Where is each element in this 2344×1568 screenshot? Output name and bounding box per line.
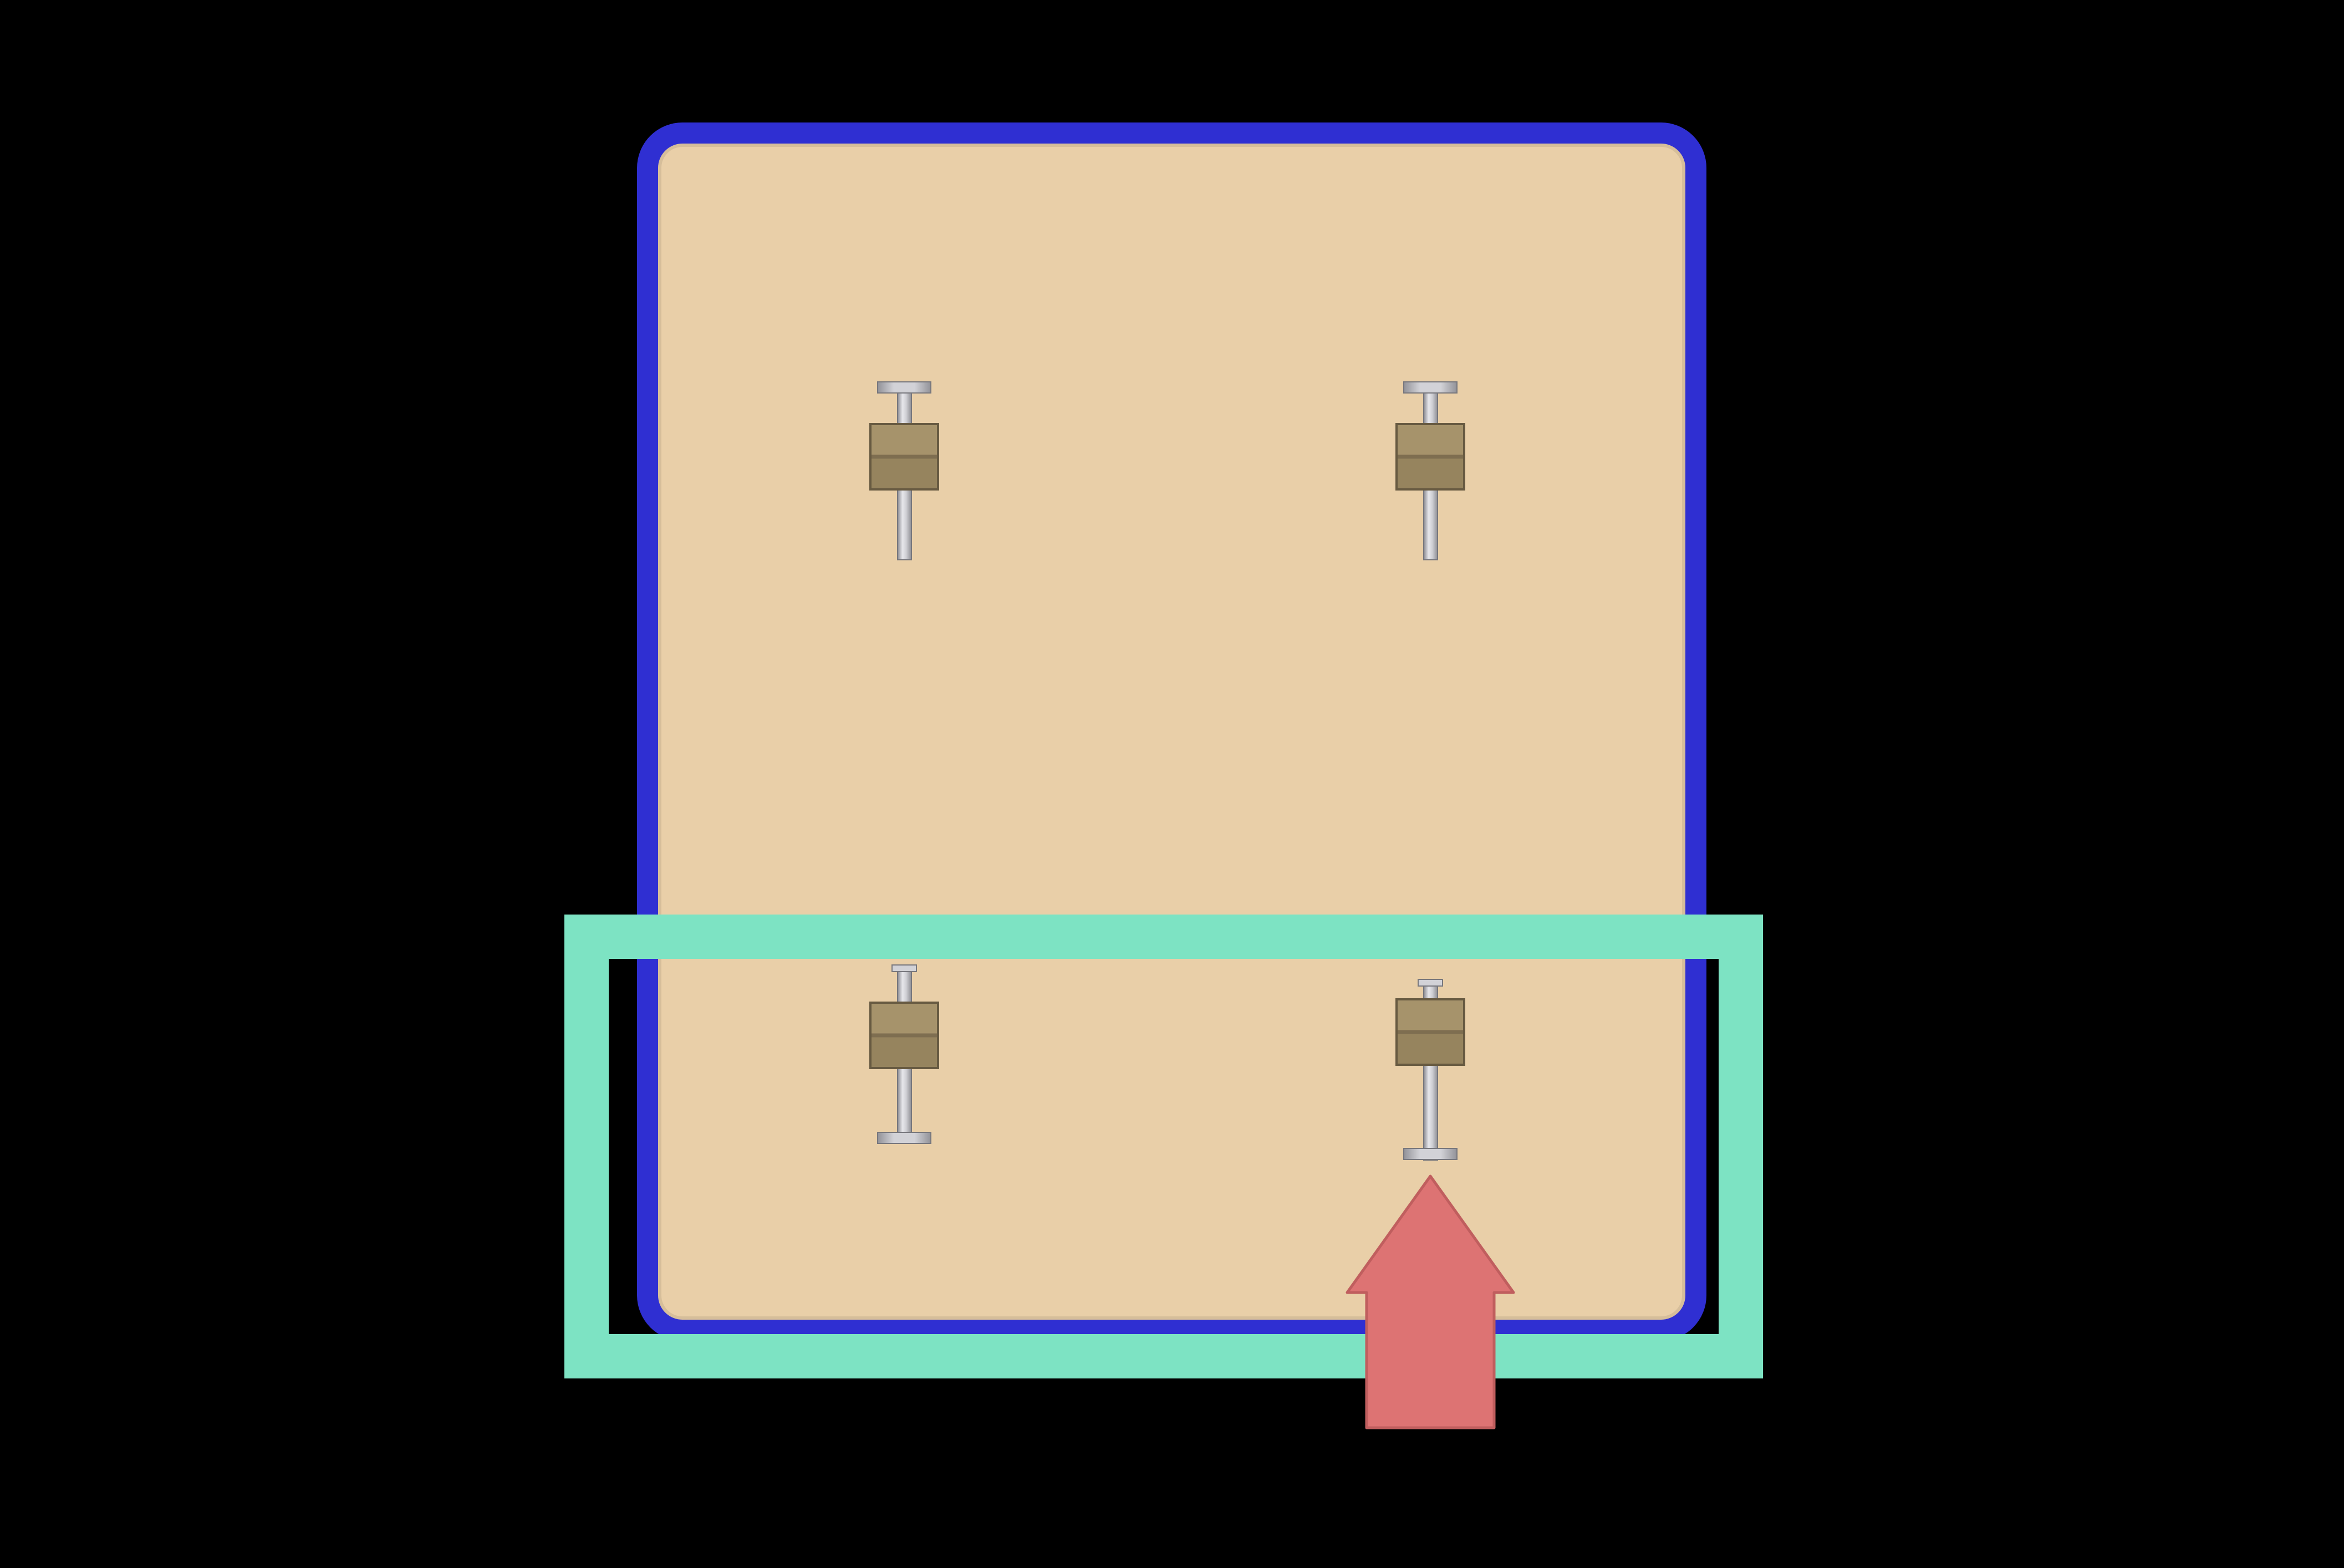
fastener-cap bbox=[1418, 979, 1443, 987]
fastener-block bbox=[869, 1002, 939, 1069]
fastener-cap bbox=[891, 964, 917, 972]
fastener-top-left bbox=[869, 381, 939, 561]
fastener-flange bbox=[877, 381, 931, 394]
fastener-bottom-left bbox=[869, 964, 939, 1145]
fastener-flange bbox=[1403, 381, 1458, 394]
fastener-block bbox=[1395, 423, 1465, 491]
fastener-bottom-right bbox=[1395, 979, 1465, 1162]
fastener-flange bbox=[877, 1132, 931, 1144]
arrow-up-icon bbox=[1346, 1174, 1515, 1429]
board-panel bbox=[637, 122, 1706, 1341]
fastener-top-right bbox=[1395, 381, 1465, 561]
fastener-flange bbox=[1403, 1148, 1458, 1160]
fastener-block bbox=[869, 423, 939, 491]
highlight-frame bbox=[564, 915, 1763, 1378]
fastener-block bbox=[1395, 998, 1465, 1066]
